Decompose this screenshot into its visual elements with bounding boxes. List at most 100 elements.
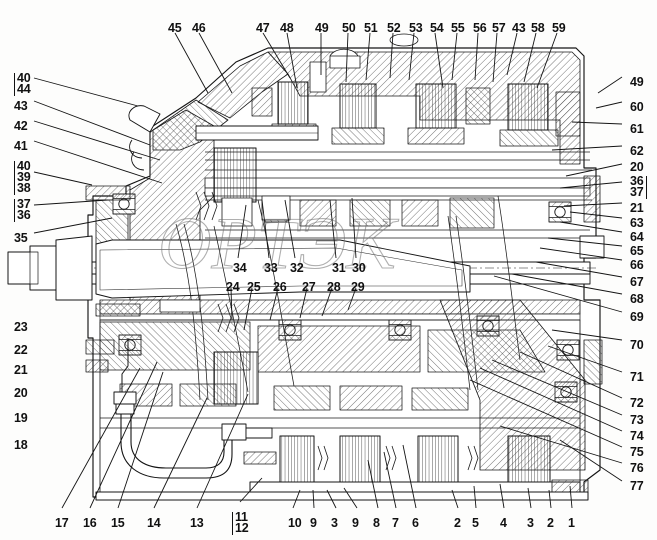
callout-label-27: 27 bbox=[302, 280, 316, 294]
callout-label-36: 36 bbox=[14, 209, 31, 222]
callout-label-text: 38 bbox=[14, 182, 31, 195]
callout-label-29: 29 bbox=[351, 280, 365, 294]
leader-line bbox=[548, 489, 552, 509]
callout-label-20: 20 bbox=[14, 386, 28, 400]
leader-line bbox=[597, 76, 623, 94]
callout-label-text: 44 bbox=[14, 83, 31, 96]
leader-line bbox=[383, 451, 397, 509]
leader-line bbox=[367, 459, 379, 509]
callout-label-7: 7 bbox=[392, 516, 399, 530]
callout-label-18: 18 bbox=[14, 438, 28, 452]
callout-label-70: 70 bbox=[630, 338, 644, 352]
callout-label-23: 23 bbox=[14, 320, 28, 334]
callout-label-46: 46 bbox=[192, 21, 206, 35]
leader-line bbox=[230, 287, 233, 321]
leader-line bbox=[547, 237, 623, 247]
callout-label-35: 35 bbox=[14, 231, 28, 245]
callout-label-71: 71 bbox=[630, 370, 644, 384]
callout-label-48: 48 bbox=[280, 21, 294, 35]
leader-line bbox=[511, 273, 623, 295]
callout-label-66: 66 bbox=[630, 258, 644, 272]
callout-label-60: 60 bbox=[630, 100, 644, 114]
callout-label-59: 59 bbox=[552, 21, 566, 35]
callout-label-40: 40 bbox=[14, 160, 31, 173]
callout-label-text: 37 bbox=[630, 186, 647, 199]
callout-label-73: 73 bbox=[630, 413, 644, 427]
callout-label-49: 49 bbox=[315, 21, 329, 35]
leader-line bbox=[61, 367, 141, 509]
callout-label-17: 17 bbox=[55, 516, 69, 530]
callout-label-13: 13 bbox=[190, 516, 204, 530]
callout-label-40: 40 bbox=[14, 72, 31, 85]
callout-label-47: 47 bbox=[256, 21, 270, 35]
callout-label-31: 31 bbox=[332, 261, 346, 275]
leader-line bbox=[559, 181, 623, 189]
leader-line bbox=[262, 32, 291, 79]
callout-label-text: 40 bbox=[14, 72, 31, 85]
leader-line bbox=[469, 379, 623, 448]
leader-line bbox=[345, 32, 349, 83]
leader-line bbox=[198, 32, 233, 94]
leader-line bbox=[547, 345, 623, 373]
leader-line bbox=[506, 32, 518, 76]
callout-label-51: 51 bbox=[364, 21, 378, 35]
callout-label-21: 21 bbox=[14, 363, 28, 377]
leader-line bbox=[117, 371, 164, 509]
leader-line bbox=[389, 32, 394, 79]
callout-label-36: 36 bbox=[630, 175, 647, 188]
leader-line bbox=[347, 287, 357, 311]
leader-line bbox=[312, 489, 315, 509]
leader-line bbox=[269, 287, 279, 321]
callout-label-text: 36 bbox=[14, 209, 31, 222]
callout-label-12: 12 bbox=[232, 522, 249, 535]
callout-label-44: 44 bbox=[14, 83, 31, 96]
leader-line bbox=[33, 140, 163, 184]
leader-line bbox=[174, 32, 209, 94]
leader-line bbox=[451, 32, 458, 81]
callout-label-2: 2 bbox=[547, 516, 554, 530]
leader-line bbox=[565, 163, 623, 177]
leader-line bbox=[493, 275, 623, 313]
callout-label-30: 30 bbox=[352, 261, 366, 275]
callout-label-57: 57 bbox=[492, 21, 506, 35]
callout-label-37: 37 bbox=[14, 198, 31, 211]
callout-label-28: 28 bbox=[327, 280, 341, 294]
leader-line bbox=[563, 202, 623, 207]
callout-label-22: 22 bbox=[14, 343, 28, 357]
leader-line bbox=[33, 171, 93, 186]
callout-label-text: 37 bbox=[14, 198, 31, 211]
leader-line bbox=[571, 121, 623, 125]
leader-line bbox=[569, 485, 573, 509]
callout-label-1: 1 bbox=[568, 516, 575, 530]
leader-line bbox=[351, 197, 357, 259]
callout-label-63: 63 bbox=[630, 216, 644, 230]
leader-line bbox=[474, 32, 479, 81]
callout-label-72: 72 bbox=[630, 396, 644, 410]
callout-label-16: 16 bbox=[83, 516, 97, 530]
callout-label-68: 68 bbox=[630, 292, 644, 306]
callout-label-32: 32 bbox=[290, 261, 304, 275]
leader-line bbox=[434, 32, 444, 89]
callout-label-64: 64 bbox=[630, 230, 644, 244]
callout-label-39: 39 bbox=[14, 171, 31, 184]
callout-label-41: 41 bbox=[14, 139, 28, 153]
callout-label-19: 19 bbox=[14, 411, 28, 425]
callout-label-45: 45 bbox=[168, 21, 182, 35]
callout-label-77: 77 bbox=[630, 479, 644, 493]
callout-label-21: 21 bbox=[630, 201, 644, 215]
callout-label-55: 55 bbox=[451, 21, 465, 35]
callout-label-14: 14 bbox=[147, 516, 161, 530]
callout-label-8: 8 bbox=[373, 516, 380, 530]
callout-label-61: 61 bbox=[630, 122, 644, 136]
leader-line bbox=[499, 425, 623, 464]
callout-label-text: 11 bbox=[232, 511, 248, 524]
leader-line bbox=[196, 393, 249, 509]
callout-label-58: 58 bbox=[531, 21, 545, 35]
leader-line bbox=[33, 120, 161, 161]
callout-label-42: 42 bbox=[14, 119, 28, 133]
leader-line bbox=[299, 287, 308, 319]
callout-label-20: 20 bbox=[630, 160, 644, 174]
